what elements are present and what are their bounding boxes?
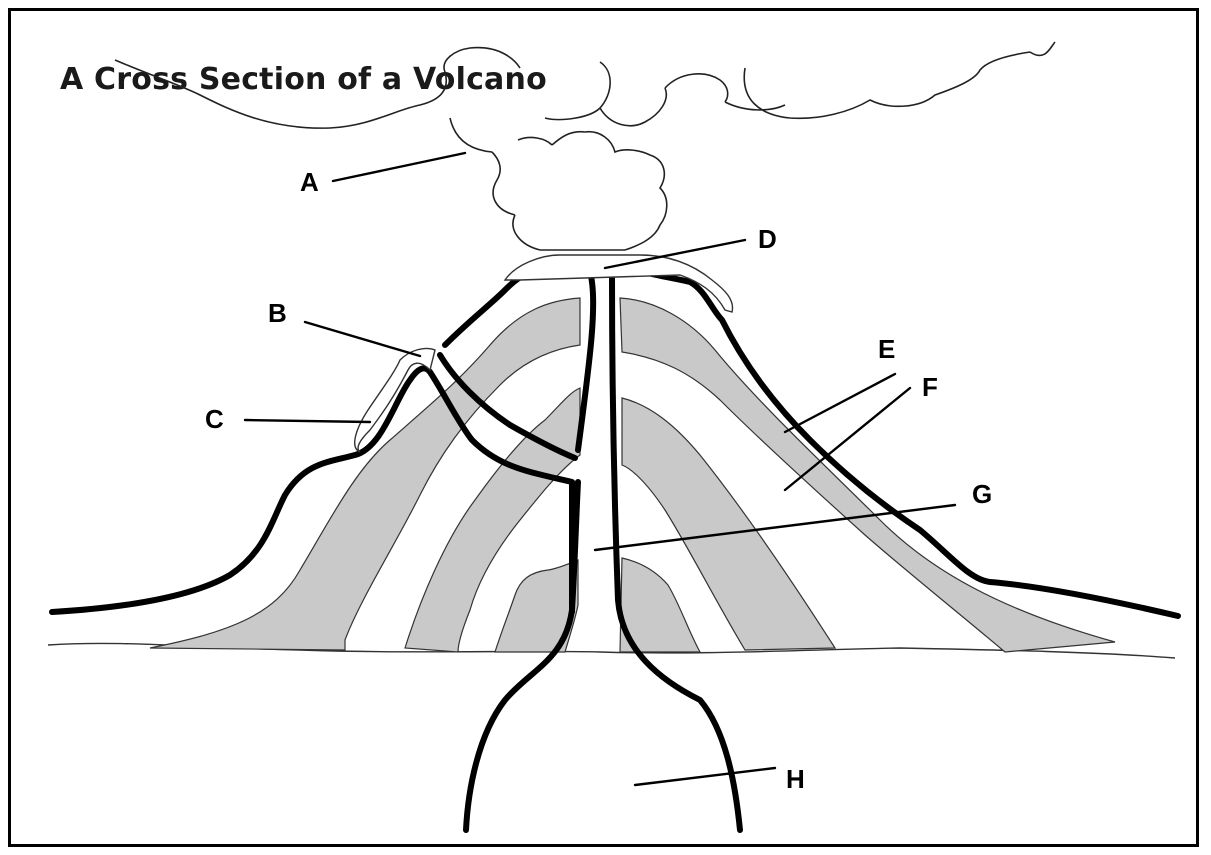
label-G: G — [972, 479, 992, 509]
label-E: E — [878, 334, 895, 364]
leader-C — [245, 420, 370, 422]
leader-E — [785, 374, 895, 432]
label-A: A — [300, 167, 319, 197]
volcano-outline — [52, 269, 1178, 830]
leader-A — [333, 153, 465, 181]
crater-lip — [505, 255, 733, 312]
label-F: F — [922, 372, 938, 402]
leader-H — [635, 768, 775, 785]
rock-layers — [150, 298, 1115, 652]
label-B: B — [268, 298, 287, 328]
label-H: H — [786, 764, 805, 794]
ash-cloud — [115, 42, 1055, 250]
label-C: C — [205, 404, 224, 434]
label-D: D — [758, 224, 777, 254]
leader-B — [305, 322, 420, 356]
leader-lines — [245, 153, 955, 785]
